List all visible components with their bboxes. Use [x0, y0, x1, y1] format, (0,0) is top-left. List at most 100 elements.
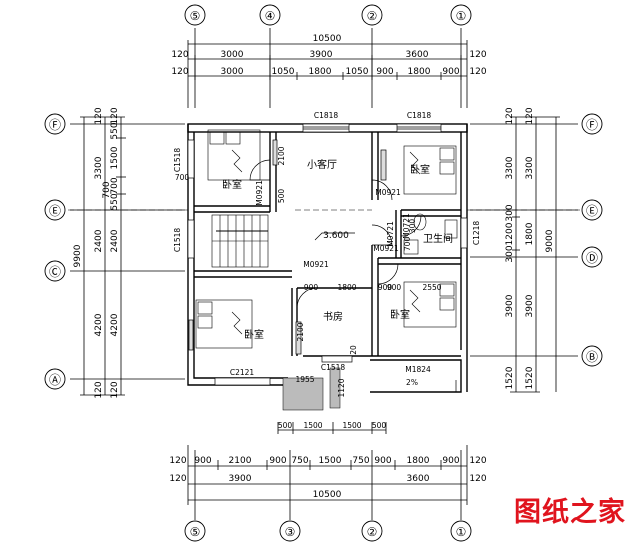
left3-120a: 120 [110, 107, 120, 124]
b1-750a: 750 [291, 456, 308, 466]
label-700b: 700 [403, 237, 412, 252]
label-20: 20 [349, 345, 358, 355]
top3-1050a: 1050 [272, 67, 295, 77]
left-dim-labels: 9900 120 3300 2400 4200 120 120 550 1500… [73, 107, 120, 398]
label-c1518-b: C1518 [173, 228, 182, 253]
bottom-axis-bubbles [184, 520, 472, 542]
label-1955: 1955 [295, 375, 314, 384]
top3-900a: 900 [376, 67, 393, 77]
right3-1520: 1520 [505, 366, 515, 389]
b1-900d: 900 [442, 456, 459, 466]
label-300: 300 [408, 219, 417, 234]
right3-300a: 300 [505, 204, 515, 221]
axis-left-F: Ⓕ [49, 118, 61, 132]
axis-right-E: Ⓔ [586, 204, 598, 218]
top-axis-bubbles [184, 4, 472, 26]
room-bathroom: 卫生间 [423, 232, 453, 245]
b1-900b: 900 [269, 456, 286, 466]
left3-550a: 550 [110, 122, 120, 139]
top3-120b: 120 [469, 67, 486, 77]
b2-3900: 3900 [229, 474, 252, 484]
left-4200: 4200 [94, 313, 104, 336]
label-m0721-b: M0721 [402, 213, 411, 239]
axis-right-F: Ⓕ [586, 118, 598, 132]
b1-120a: 120 [169, 456, 186, 466]
b1-750b: 750 [352, 456, 369, 466]
watermark-logo: 图纸之家 [514, 497, 626, 528]
left3-2400: 2400 [110, 229, 120, 252]
axis-bottom-1: ① [456, 525, 467, 539]
right-dimensions [470, 116, 578, 393]
top-dim-3000: 3000 [221, 50, 244, 60]
label-m1824: M1824 [405, 365, 431, 374]
left-dimensions [70, 116, 185, 396]
left3-4200: 4200 [110, 313, 120, 336]
b1-1500: 1500 [319, 456, 342, 466]
beds [195, 129, 457, 349]
left-3300: 3300 [94, 156, 104, 179]
bottom-stair-500b: 500 [372, 421, 387, 430]
room-bedroom-se: 卧室 [390, 308, 410, 321]
axis-left-E: Ⓔ [49, 204, 61, 218]
axis-top-4: ④ [265, 9, 276, 23]
top-total-dim: 10500 [313, 34, 342, 44]
top-dim-120b: 120 [469, 50, 486, 60]
top3-1050b: 1050 [346, 67, 369, 77]
top-dim-3600: 3600 [406, 50, 429, 60]
axis-bottom-3: ③ [285, 525, 296, 539]
stair [211, 214, 269, 268]
label-c1518-c: C1518 [321, 363, 346, 372]
label-m0721: M0721 [386, 221, 395, 247]
slope-mark: 2% [406, 378, 418, 387]
right-120a: 120 [525, 107, 535, 124]
right-total: 9000 [545, 229, 555, 252]
top3-3000: 3000 [221, 67, 244, 77]
b1-900a: 900 [194, 456, 211, 466]
room-living: 小客厅 [307, 158, 337, 171]
bottom-stair-dims: 500 1500 1500 500 [278, 421, 387, 430]
b1-120b: 120 [469, 456, 486, 466]
top-dimensions [187, 28, 468, 108]
b1-2100: 2100 [229, 456, 252, 466]
bottom-stair-1500b: 1500 [342, 421, 361, 430]
right-3900: 3900 [525, 294, 535, 317]
windows [187, 123, 468, 386]
axis-right-D: Ⓓ [586, 251, 598, 265]
b1-1800: 1800 [407, 456, 430, 466]
bathroom-fixtures [403, 213, 458, 255]
left-120a: 120 [94, 107, 104, 124]
label-1120: 1120 [337, 378, 346, 397]
b2-3600: 3600 [407, 474, 430, 484]
entry-steps [282, 367, 341, 411]
axis-bottom-5: ⑤ [190, 525, 201, 539]
room-bedroom-nw: 卧室 [222, 178, 242, 191]
left-120b: 120 [94, 381, 104, 398]
label-c1818-b: C1818 [407, 111, 432, 120]
b1-900c: 900 [374, 456, 391, 466]
left3-550b: 550 [110, 193, 120, 210]
right3-300b: 300 [505, 245, 515, 262]
label-900: 900 [304, 283, 319, 292]
label-c2121: C2121 [230, 368, 255, 377]
right-1520: 1520 [525, 366, 535, 389]
label-900b: 900 [378, 283, 393, 292]
left-axis-bubbles [44, 113, 66, 390]
top3-120a: 120 [171, 67, 188, 77]
axis-top-5: ⑤ [190, 9, 201, 23]
axis-right-B: Ⓑ [586, 350, 598, 364]
bottom-stair-1500a: 1500 [303, 421, 322, 430]
right3-3900: 3900 [505, 294, 515, 317]
label-m0921-b: M0921 [375, 188, 401, 197]
bottom-row1-labels: 120 900 2100 900 750 1500 750 900 1800 9… [169, 456, 486, 466]
level-mark: 3.600 [323, 231, 349, 241]
top3-900b: 900 [442, 67, 459, 77]
left3-120b: 120 [110, 381, 120, 398]
bottom-dimensions [187, 422, 468, 520]
bottom-stair-500a: 500 [278, 421, 293, 430]
label-m0921-c: M0921 [373, 244, 399, 253]
top-dim-120a: 120 [171, 50, 188, 60]
bottom-total-dim: 10500 [313, 490, 342, 500]
room-bedroom-ne: 卧室 [410, 163, 430, 176]
label-500: 500 [277, 189, 286, 204]
